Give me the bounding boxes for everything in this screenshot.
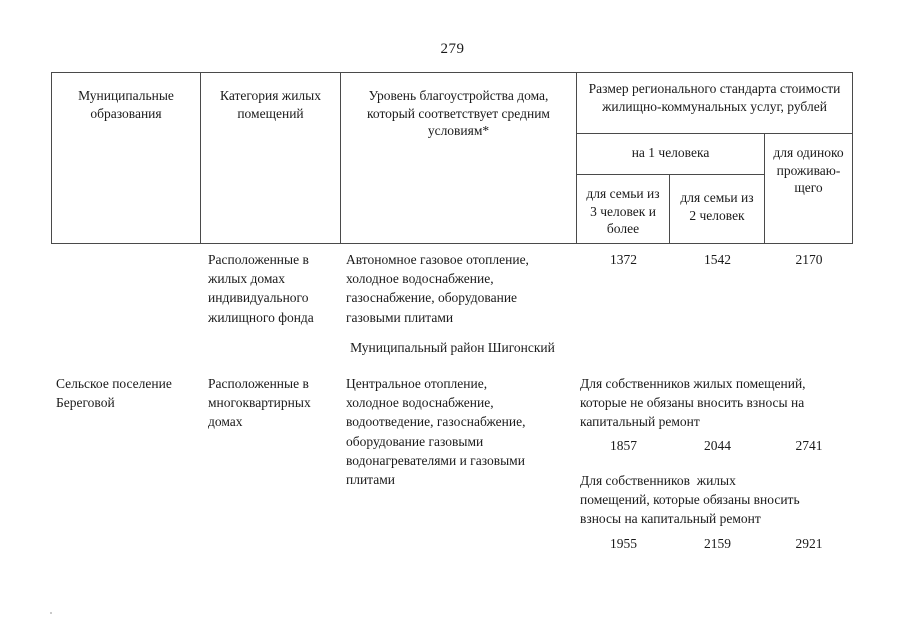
header-label-per-person: на 1 человека	[631, 145, 710, 160]
header-cell-municipality: Муниципальные образования	[51, 72, 201, 244]
header-label-family-3: для семьи из 3 человек и более	[586, 186, 660, 237]
header-cell-category: Категория жилых помещений	[200, 72, 341, 244]
header-cell-single: для одиноко проживаю- щего	[764, 133, 853, 244]
header-label-standard: Размер регионального стандарта стоимости…	[588, 81, 841, 114]
table-header-row-2: на 1 человека для одиноко проживаю- щего	[52, 133, 853, 244]
row-value-family-2: 1542	[704, 252, 731, 267]
table-header: Муниципальные образования Категория жилы…	[51, 72, 853, 244]
row2-value1-family-2: 2044	[704, 438, 731, 453]
row2-note-with-capital-repair: Для собственников жилых помещений, котор…	[580, 473, 800, 527]
header-label-municipality: Муниципальные образования	[78, 88, 174, 121]
header-cell-family-2: для семьи из 2 человек	[669, 174, 765, 244]
row2-category: Расположенные в многоквартирных домах	[208, 376, 311, 430]
page-number: 279	[440, 41, 465, 57]
header-cell-per-person: на 1 человека	[576, 133, 765, 175]
row2-municipality: Сельское поселение Береговой	[56, 376, 172, 411]
row-category: Расположенные в жилых домах индивидуальн…	[208, 252, 314, 325]
row2-note-no-capital-repair: Для собственников жилых помещений, котор…	[580, 376, 806, 430]
header-label-family-2: для семьи из 2 человек	[680, 190, 754, 223]
header-label-category: Категория жилых помещений	[220, 88, 321, 121]
header-cell-standard: Размер регионального стандарта стоимости…	[576, 72, 853, 134]
header-cell-family-3: для семьи из 3 человек и более	[576, 174, 670, 244]
row2-value1-single: 2741	[795, 438, 823, 453]
row2-value2-family-2: 2159	[704, 536, 731, 551]
header-label-single: для одиноко проживаю- щего	[773, 145, 844, 196]
table-header-row-3: для семьи из 3 человек и более для семьи…	[52, 174, 853, 244]
row2-value1-family-3: 1857	[610, 438, 637, 453]
row-value-family-3: 1372	[610, 252, 637, 267]
row-amenities: Автономное газовое отопление, холодное в…	[346, 252, 529, 325]
row-value-single: 2170	[795, 252, 823, 267]
scan-artifact-speck	[50, 612, 52, 614]
header-cell-amenities: Уровень благоустройства дома, который со…	[340, 72, 577, 244]
header-label-amenities: Уровень благоустройства дома, который со…	[367, 88, 550, 139]
table-header-row-1: Муниципальные образования Категория жилы…	[51, 72, 853, 244]
row2-value2-family-3: 1955	[610, 536, 637, 551]
row2-value2-single: 2921	[795, 536, 823, 551]
section-title: Муниципальный район Шигонский	[350, 340, 555, 355]
row2-amenities: Центральное отопление, холодное водоснаб…	[346, 376, 526, 488]
